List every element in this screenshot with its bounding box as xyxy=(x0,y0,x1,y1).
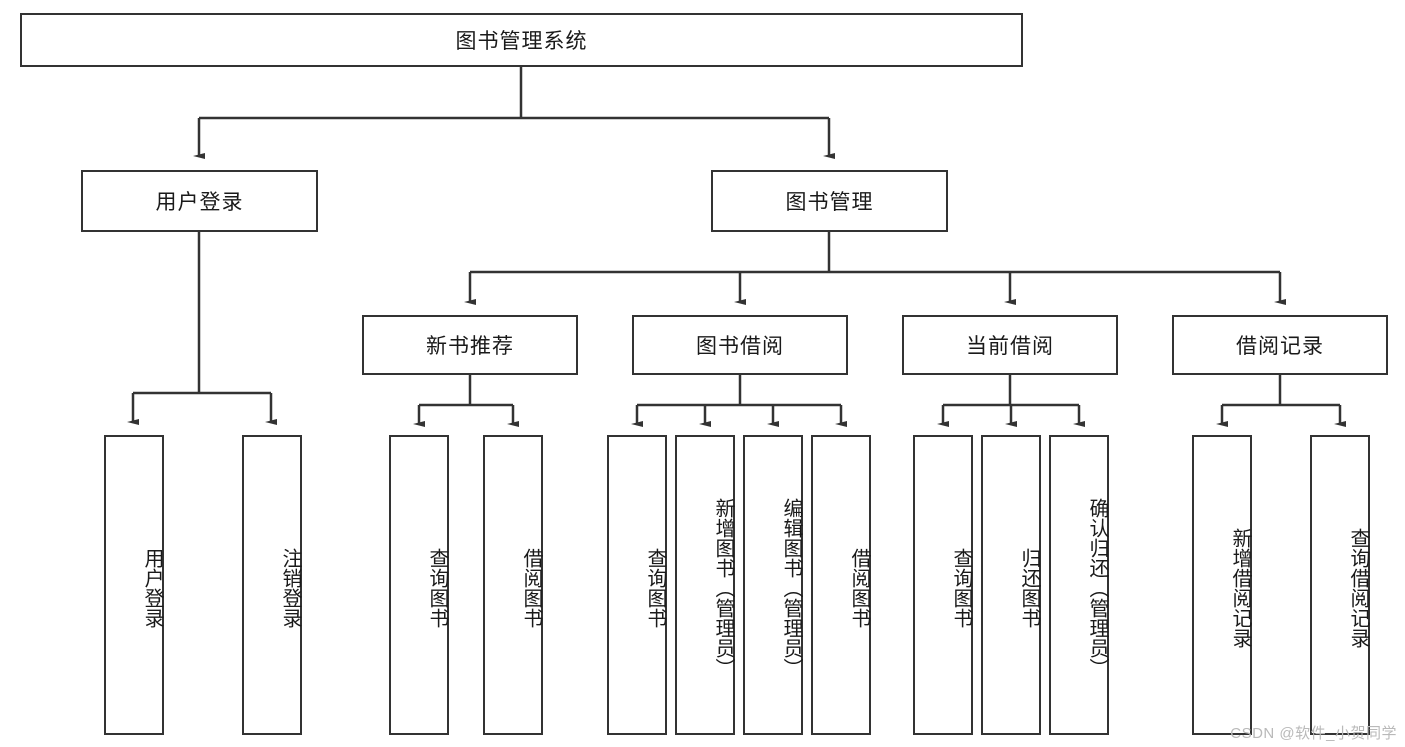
node-current-borrow[interactable]: 当前借阅 xyxy=(902,315,1118,375)
node-label: 借阅图书 xyxy=(848,548,870,628)
leaf-user-login-1[interactable]: 用户登录 xyxy=(104,435,164,735)
leaf-book-borrow-2[interactable]: 新增图书（管理员） xyxy=(675,435,735,735)
leaf-current-borrow-2[interactable]: 归还图书 xyxy=(981,435,1041,735)
node-label: 查询图书 xyxy=(950,548,972,628)
leaf-book-borrow-1[interactable]: 查询图书 xyxy=(607,435,667,735)
node-label: 借阅记录 xyxy=(1236,335,1324,358)
node-borrow-record[interactable]: 借阅记录 xyxy=(1172,315,1388,375)
node-new-book-recommend[interactable]: 新书推荐 xyxy=(362,315,578,375)
leaf-new-book-1[interactable]: 查询图书 xyxy=(389,435,449,735)
leaf-borrow-record-2[interactable]: 查询借阅记录 xyxy=(1310,435,1370,735)
node-label: 用户登录 xyxy=(155,191,244,214)
node-label: 归还图书 xyxy=(1018,548,1040,628)
node-label: 图书管理系统 xyxy=(455,30,588,53)
node-label: 编辑图书（管理员） xyxy=(780,498,802,678)
node-label: 借阅图书 xyxy=(520,548,542,628)
node-label: 确认归还（管理员） xyxy=(1086,498,1108,678)
node-label: 新增借阅记录 xyxy=(1229,528,1251,648)
leaf-current-borrow-3[interactable]: 确认归还（管理员） xyxy=(1049,435,1109,735)
leaf-borrow-record-1[interactable]: 新增借阅记录 xyxy=(1192,435,1252,735)
node-label: 当前借阅 xyxy=(966,335,1054,358)
node-label: 新书推荐 xyxy=(426,335,514,358)
node-label: 图书管理 xyxy=(785,191,874,214)
node-label: 查询借阅记录 xyxy=(1347,528,1369,648)
leaf-current-borrow-1[interactable]: 查询图书 xyxy=(913,435,973,735)
node-label: 注销登录 xyxy=(279,548,301,628)
node-book-management[interactable]: 图书管理 xyxy=(711,170,948,232)
leaf-book-borrow-3[interactable]: 编辑图书（管理员） xyxy=(743,435,803,735)
node-label: 查询图书 xyxy=(426,548,448,628)
node-label: 用户登录 xyxy=(141,548,163,628)
watermark: CSDN @软件_小贺同学 xyxy=(1230,725,1397,742)
leaf-user-login-2[interactable]: 注销登录 xyxy=(242,435,302,735)
node-book-borrow[interactable]: 图书借阅 xyxy=(632,315,848,375)
node-label: 图书借阅 xyxy=(696,335,784,358)
node-user-login[interactable]: 用户登录 xyxy=(81,170,318,232)
leaf-book-borrow-4[interactable]: 借阅图书 xyxy=(811,435,871,735)
node-label: 查询图书 xyxy=(644,548,666,628)
leaf-new-book-2[interactable]: 借阅图书 xyxy=(483,435,543,735)
node-root[interactable]: 图书管理系统 xyxy=(20,13,1023,67)
node-label: 新增图书（管理员） xyxy=(712,498,734,678)
